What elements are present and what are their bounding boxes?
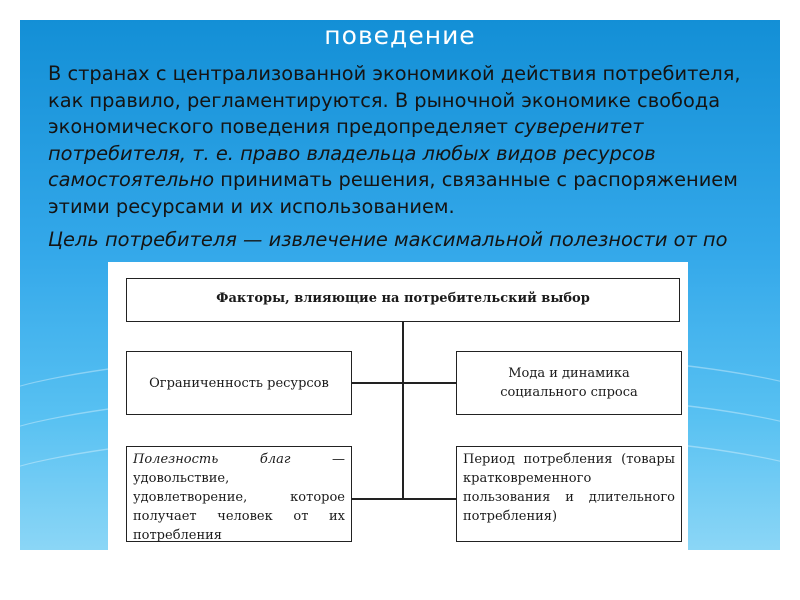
factor-label: Мода и динамика [508,366,630,381]
diagram-root-box: Факторы, влияющие на потребительский выб… [126,278,680,322]
connector-line [352,498,456,500]
factor-label-italic: Полезность благ [133,452,291,467]
factors-diagram: Факторы, влияющие на потребительский выб… [108,262,688,570]
factor-label: социального спроса [500,385,638,400]
paragraph-consumer-goal: Цель потребителя — извлечение максимальн… [48,227,768,254]
factor-box-period: Период потребления (товары кратковременн… [456,446,682,542]
connector-line [352,382,456,384]
paragraph-text: В странах с централизованной экономикой … [48,62,741,139]
factor-label: — удовольствие, удовлетворение, которое … [133,452,345,543]
paragraph-text: принимать решения, связанные с распоряже… [48,168,738,218]
factor-box-resources: Ограниченность ресурсов [126,351,352,415]
connector-line [402,322,404,500]
factor-label: Ограниченность ресурсов [149,375,329,391]
paragraph-italic-text: суверенитет потребителя, т. е. право вла… [48,115,656,192]
paragraph-consumer-freedom: В странах с централизованной экономикой … [48,61,768,221]
factor-label: Период потребления (товары кратковременн… [463,452,675,524]
factor-box-utility: Полезность благ — удовольствие, удовлетв… [126,446,352,543]
slide-body: В странах с централизованной экономикой … [48,61,768,253]
slide-title: поведение [324,21,476,50]
paragraph-italic-text: Цель потребителя — извлечение максимальн… [48,227,728,251]
factor-box-fashion: Мода и динамика социального спроса [456,351,682,415]
